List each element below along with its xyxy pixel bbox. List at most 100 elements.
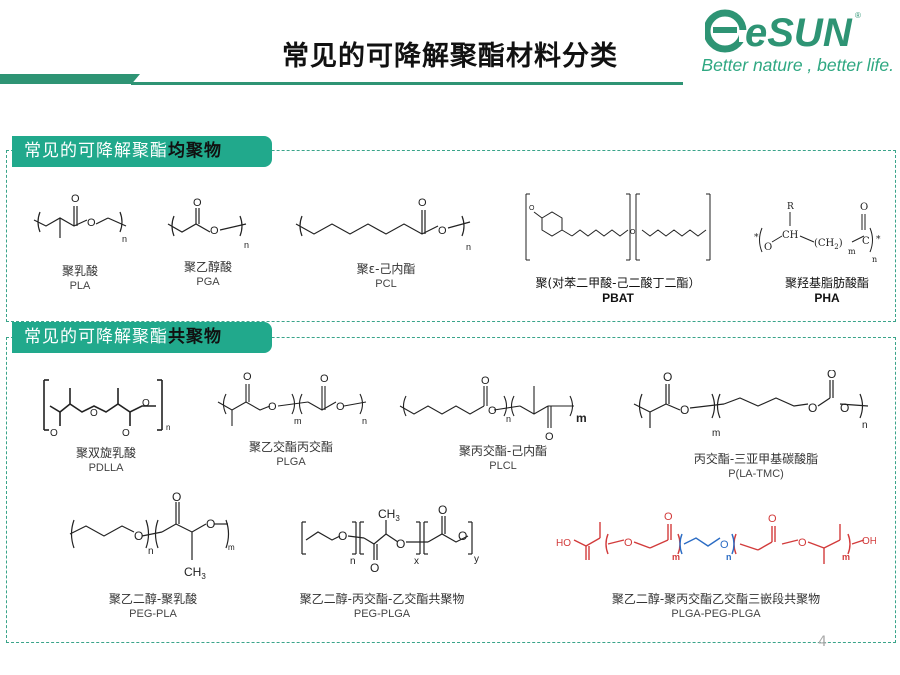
hydroxyl-label: OH (862, 536, 876, 547)
pegplga-structure: O O O O O CH3 n x y (298, 498, 486, 576)
pdlla-structure: O O O O n (36, 372, 176, 438)
r-group-label: R (787, 202, 794, 212)
repeat-unit-n: n (148, 546, 154, 557)
repeat-unit-n: n (122, 234, 127, 244)
platmc-structure: O O O O O m n (628, 370, 876, 442)
oxygen-label: O (808, 401, 817, 415)
plcl-structure: O O O n m (394, 374, 590, 442)
oxygen-label: O (122, 428, 130, 438)
ch2-label: (CH2) (814, 238, 843, 251)
oxygen-label: O (438, 225, 447, 237)
homopolymer-section-box (6, 150, 896, 322)
oxygen-label: O (134, 529, 143, 543)
repeat-unit-m: m (712, 428, 720, 439)
ch-label: CH (782, 230, 799, 241)
oxygen-label: O (438, 503, 447, 517)
repeat-unit-n: n (466, 242, 471, 252)
oxygen-label: O (370, 561, 379, 575)
oxygen-label: O (663, 370, 672, 384)
oxygen-label: O (336, 401, 345, 413)
repeat-unit-n: n (726, 552, 732, 562)
oxygen-label: O (458, 529, 467, 543)
oxygen-label: O (840, 401, 849, 415)
oxygen-label: O (488, 405, 497, 417)
oxygen-label: O (630, 229, 636, 236)
oxygen-label: O (481, 375, 490, 387)
end-group-star: * (754, 233, 759, 243)
oxygen-label: O (193, 197, 202, 209)
hydroxyl-label: HO (556, 538, 571, 549)
repeat-unit-x: x (414, 556, 419, 567)
plga-structure: O O O O m n (212, 368, 370, 434)
oxygen-label: O (545, 431, 554, 442)
header-rule-accent (0, 74, 140, 84)
methyl-label: CH3 (184, 565, 206, 581)
oxygen-label: O (320, 373, 329, 385)
plgapegplga-structure: HO O O m O n O O m OH (550, 506, 876, 576)
repeat-unit-n: n (872, 255, 877, 264)
end-group-star: * (876, 235, 881, 245)
logo-wordmark: eSUN (745, 11, 853, 54)
oxygen-label: O (396, 537, 405, 551)
oxygen-label: O (87, 217, 96, 229)
oxygen-label: O (172, 490, 181, 504)
oxygen-label: O (71, 193, 80, 205)
oxygen-label: O (90, 408, 98, 419)
repeat-unit-m: m (848, 247, 856, 256)
page-number: 4 (818, 634, 827, 650)
methyl-label: CH3 (378, 507, 400, 523)
repeat-unit-m: m (576, 411, 587, 425)
repeat-unit-y: y (474, 554, 479, 565)
repeat-unit-n: n (862, 420, 868, 431)
repeat-unit-m: m (842, 552, 850, 562)
oxygen-label: O (50, 428, 58, 438)
pla-structure: O O n (30, 190, 134, 254)
repeat-unit-n: n (350, 556, 356, 567)
oxygen-label: O (860, 202, 868, 213)
repeat-unit-m: m (672, 552, 680, 562)
oxygen-label: O (268, 401, 277, 413)
oxygen-label: O (624, 537, 633, 549)
oxygen-label: O (529, 205, 535, 212)
oxygen-label: O (764, 242, 772, 253)
header-rule (131, 82, 683, 85)
pegpla-structure: O O O n m CH3 (64, 490, 236, 582)
oxygen-label: O (142, 398, 150, 409)
repeat-unit-n: n (244, 240, 249, 250)
section-title-emphasis: 共聚物 (168, 327, 222, 347)
oxygen-label: O (680, 403, 689, 417)
oxygen-label: O (418, 197, 427, 209)
repeat-unit-m: m (294, 416, 302, 426)
copolymer-section-header: 常见的可降解聚酯共聚物 (12, 322, 272, 353)
oxygen-label: O (210, 225, 219, 237)
oxygen-label: O (664, 511, 673, 523)
pbat-label: 聚(对苯二甲酸-己二酸丁二酯）PBAT (535, 276, 701, 305)
registered-mark: ® (855, 11, 861, 20)
page-title: 常见的可降解聚酯材料分类 (282, 41, 618, 72)
pcl-structure: O O n (290, 194, 482, 256)
homopolymer-section-header: 常见的可降解聚酯均聚物 (12, 136, 272, 167)
section-title-emphasis: 均聚物 (168, 141, 222, 161)
oxygen-label: O (827, 370, 836, 381)
oxygen-label: O (206, 517, 215, 531)
section-title-prefix: 常见的可降解聚酯 (24, 327, 168, 347)
oxygen-label: O (798, 537, 807, 549)
repeat-unit-n: n (362, 416, 367, 426)
section-title-prefix: 常见的可降解聚酯 (24, 141, 168, 161)
oxygen-label: O (338, 529, 347, 543)
logo-tagline: Better nature , better life. (701, 55, 894, 75)
oxygen-label: O (768, 513, 777, 525)
oxygen-label: O (720, 539, 729, 551)
repeat-unit-n: n (506, 414, 511, 424)
pha-structure: * R O CH (CH2) m C O n * (752, 196, 884, 268)
pga-structure: O O n (162, 196, 254, 256)
